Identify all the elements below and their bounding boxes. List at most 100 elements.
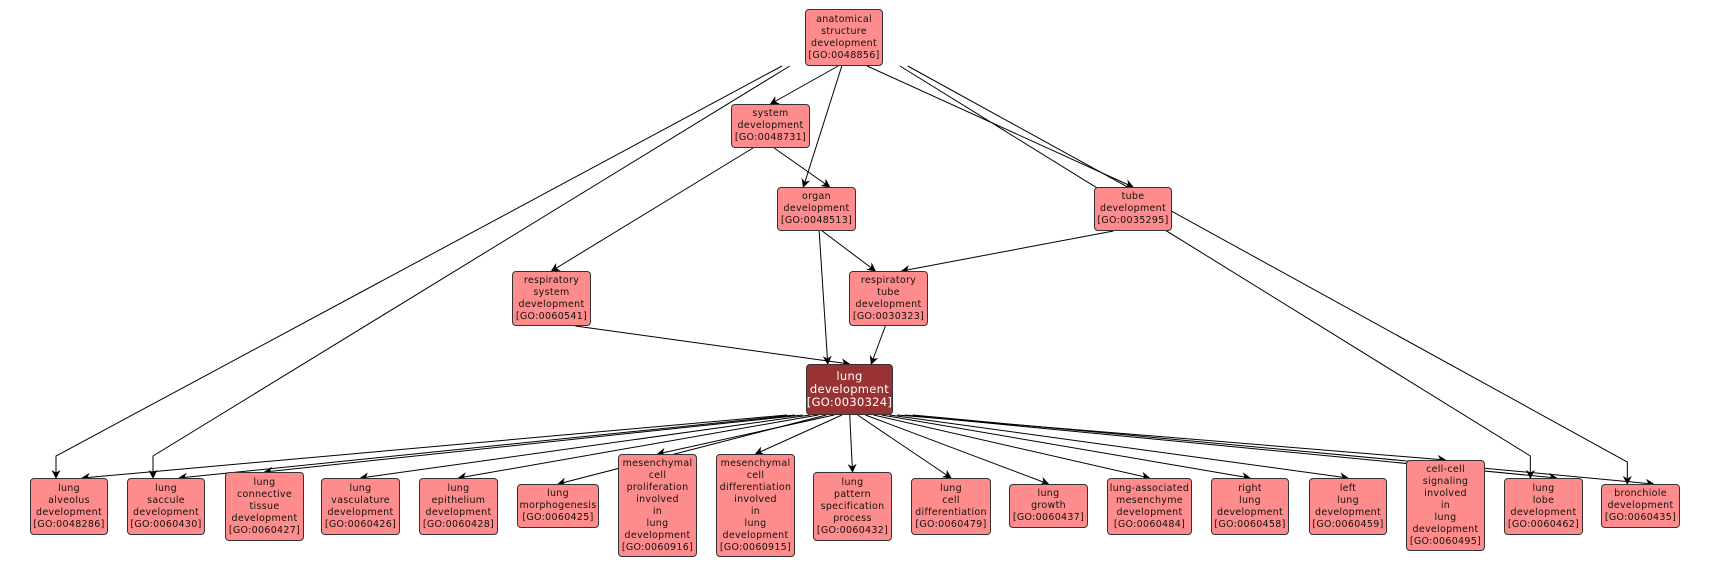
term-label: development <box>327 506 394 518</box>
term-label: cell <box>746 469 765 481</box>
term-label: lung <box>1239 494 1261 506</box>
go-id-label: [GO:0060425] <box>522 512 594 523</box>
term-label: specification <box>820 500 885 512</box>
edge-arrow <box>51 65 783 479</box>
term-label: organ <box>802 191 831 202</box>
term-label: development <box>855 298 922 310</box>
term-label: system <box>533 286 570 298</box>
term-label: alveolus <box>48 494 90 506</box>
term-label: saccule <box>147 494 185 506</box>
edge-arrow <box>889 414 1349 482</box>
go-id-label: [GO:0048731] <box>734 132 807 143</box>
term-label: in <box>652 505 663 517</box>
edge-arrow <box>773 147 831 188</box>
term-label: development <box>1412 523 1479 535</box>
edge-arrow <box>359 414 811 482</box>
term-label: development <box>811 37 877 49</box>
term-label: development <box>1607 500 1674 511</box>
go-id-label: [GO:0060484] <box>1113 518 1186 530</box>
edge-arrow <box>801 65 843 188</box>
go-id-label: [GO:0060459] <box>1312 518 1384 530</box>
term-label: structure <box>821 25 867 37</box>
edge-arrow <box>550 147 754 272</box>
go-id-label: [GO:0060479] <box>915 518 987 530</box>
term-label: lung <box>447 482 470 494</box>
edge-arrow <box>178 414 795 482</box>
term-label: lung <box>744 517 767 529</box>
term-label: development <box>36 506 102 518</box>
term-label: tube <box>1121 191 1145 202</box>
term-label: bronchiole <box>1614 488 1667 499</box>
term-label: lung <box>155 482 177 494</box>
edge-arrow <box>865 414 1050 486</box>
go-id-label: [GO:0060437] <box>1012 512 1085 523</box>
term-label: connective <box>237 488 292 500</box>
go-id-label: [GO:0060435] <box>1604 512 1677 523</box>
term-label: vasculature <box>331 494 390 506</box>
term-label: lung-associated <box>1109 482 1190 494</box>
term-label: development <box>133 506 199 518</box>
edge-arrow <box>857 414 952 479</box>
term-label: involved <box>1424 487 1467 499</box>
go-id-label: [GO:0060915] <box>719 541 792 553</box>
term-label: development <box>722 529 789 541</box>
term-label: lung <box>836 369 863 383</box>
go-id-label: [GO:0035295] <box>1097 215 1169 226</box>
term-label: tube <box>877 286 900 298</box>
edge-arrow <box>869 325 886 365</box>
term-label: mesenchymal <box>720 457 791 469</box>
term-label: lung <box>1337 494 1359 506</box>
term-label: growth <box>1031 500 1066 511</box>
term-label: morphogenesis <box>519 500 597 511</box>
edge-arrow <box>81 414 788 482</box>
term-label: involved <box>636 493 679 505</box>
term-label: left <box>1339 482 1357 494</box>
go-id-label: [GO:0060432] <box>816 524 889 536</box>
term-label: pattern <box>833 488 871 500</box>
term-label: differentiation <box>915 506 987 518</box>
term-label: respiratory <box>860 274 917 286</box>
term-label: signaling <box>1422 475 1469 487</box>
term-label: development <box>1100 203 1166 214</box>
term-label: involved <box>734 493 777 505</box>
term-label: development <box>518 298 585 310</box>
edge-arrow <box>769 65 839 105</box>
edge-arrow <box>847 414 857 473</box>
term-label: lung <box>940 482 962 494</box>
term-label: development <box>1510 506 1577 518</box>
term-label: system <box>752 108 789 119</box>
edge-arrow <box>899 65 1535 479</box>
go-id-label: [GO:0060541] <box>515 310 588 322</box>
term-label: epithelium <box>431 494 486 506</box>
term-label: development <box>1116 506 1183 518</box>
go-id-label: [GO:0030324] <box>806 395 893 409</box>
term-label: development <box>425 506 492 518</box>
term-label: in <box>750 505 761 517</box>
edge-arrow <box>873 414 1151 481</box>
go-id-label: [GO:0060426] <box>324 518 397 530</box>
